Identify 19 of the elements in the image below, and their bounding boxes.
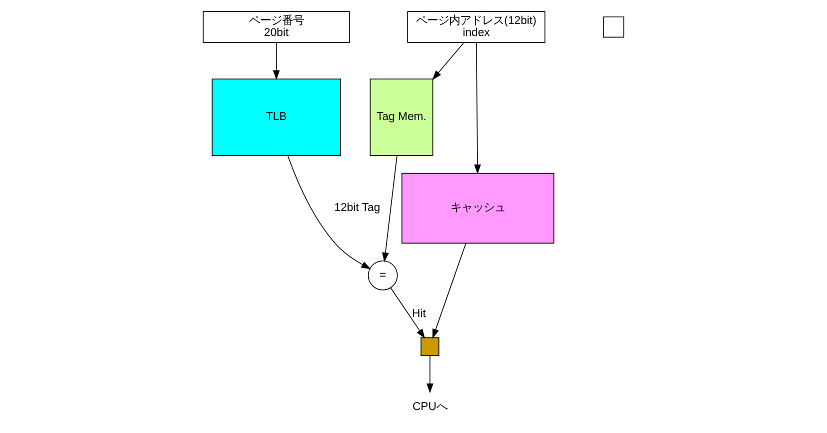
arrow — [474, 42, 481, 174]
node-box: TLB — [212, 78, 341, 156]
node-box — [603, 16, 624, 38]
node-text: CPUへ — [412, 400, 448, 413]
edge-label: 12bit Tag — [334, 202, 380, 214]
arrow — [432, 42, 464, 80]
arrow — [382, 155, 398, 262]
arrow — [432, 242, 466, 339]
arrow — [272, 42, 280, 80]
node-box: ページ番号 20bit — [202, 11, 350, 43]
arrow — [287, 155, 372, 270]
node-box — [420, 337, 440, 356]
node-circle: = — [368, 260, 398, 290]
node-box: Tag Mem. — [370, 78, 434, 156]
arrow — [426, 355, 434, 394]
node-box: キャッシュ — [402, 172, 554, 244]
arrow — [390, 287, 426, 339]
node-box: ページ内アドレス(12bit) index — [407, 11, 546, 43]
edge-label: Hit — [412, 308, 426, 320]
